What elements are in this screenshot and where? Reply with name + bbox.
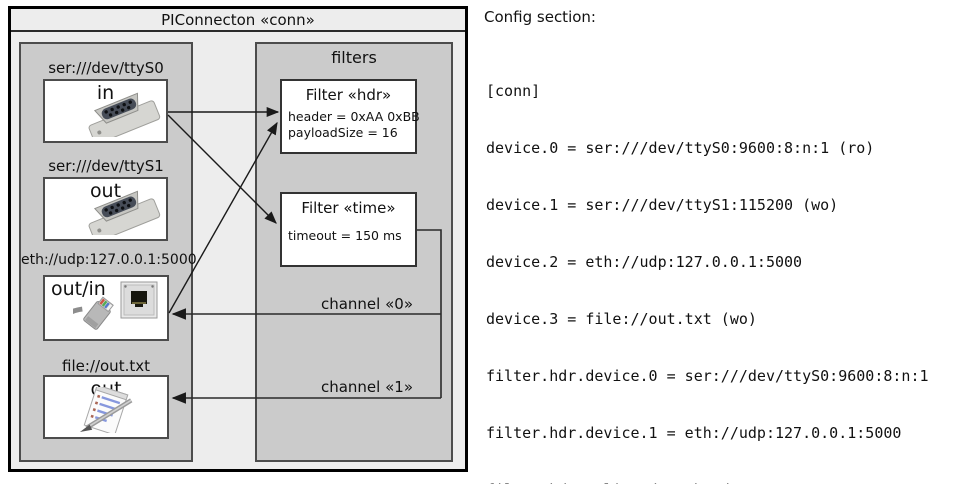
filter-hdr-prop-header: header = 0xAA 0xBB — [288, 109, 420, 124]
channel-0-label: channel «0» — [320, 295, 413, 313]
config-line: device.0 = ser:///dev/ttyS0:9600:8:n:1 (… — [486, 139, 875, 157]
device-box-ttyS0: in — [43, 79, 168, 145]
ethernet-jack-icon — [119, 280, 159, 324]
filter-time-title: Filter «time» — [301, 199, 396, 217]
device-box-ttyS1: out — [43, 177, 168, 243]
notepad-pen-icon — [75, 384, 137, 437]
filter-hdr-title: Filter «hdr» — [305, 86, 392, 104]
config-line: [conn] — [486, 82, 541, 100]
config-line: filter.hdr.device.1 = eth://udp:127.0.0.… — [486, 424, 902, 442]
port-label-out-in: out/in — [51, 278, 106, 300]
serial-connector-icon — [78, 189, 164, 243]
filter-hdr-prop-payloadsize: payloadSize = 16 — [288, 125, 398, 140]
config-line: device.3 = file://out.txt (wo) — [486, 310, 757, 328]
connection-diagram: PIConnecton «conn» ser:///dev/ttyS0 in — [8, 6, 468, 472]
filters-panel-title: filters — [331, 48, 377, 67]
config-line: filter.hdr.device.0 = ser:///dev/ttyS0:9… — [486, 367, 929, 385]
devices-panel: ser:///dev/ttyS0 in — [19, 42, 197, 462]
channel-1-label: channel «1» — [320, 378, 413, 396]
port-label-in: in — [96, 82, 115, 104]
config-line: filter.hdr.splitMode = header — [486, 481, 938, 484]
config-line: device.1 = ser:///dev/ttyS1:115200 (wo) — [486, 196, 839, 214]
ethernet-plug-icon — [67, 293, 127, 339]
port-label-out: out — [89, 180, 122, 202]
filters-panel: filters Filter «hdr» header = 0xAA 0xBB … — [255, 42, 453, 462]
filter-hdr-box: Filter «hdr» header = 0xAA 0xBB payloadS… — [280, 79, 420, 154]
diagram-title: PIConnecton «conn» — [11, 9, 465, 32]
device-box-file: out — [43, 375, 169, 439]
device-label-ttyS0: ser:///dev/ttyS0 — [48, 59, 164, 77]
config-heading: Config section: — [484, 8, 596, 26]
filter-time-box: Filter «time» timeout = 150 ms — [280, 192, 417, 267]
config-lines: [conn] device.0 = ser:///dev/ttyS0:9600:… — [486, 44, 938, 484]
device-label-eth: eth://udp:127.0.0.1:5000 — [21, 252, 197, 268]
config-line: device.2 = eth://udp:127.0.0.1:5000 — [486, 253, 803, 271]
device-box-eth: out/in — [43, 275, 169, 341]
config-section: Config section: [conn] device.0 = ser://… — [484, 8, 962, 484]
serial-connector-icon — [78, 91, 164, 145]
device-label-ttyS1: ser:///dev/ttyS1 — [48, 157, 164, 175]
device-label-file: file://out.txt — [62, 357, 150, 375]
filter-time-prop-timeout: timeout = 150 ms — [288, 228, 402, 243]
